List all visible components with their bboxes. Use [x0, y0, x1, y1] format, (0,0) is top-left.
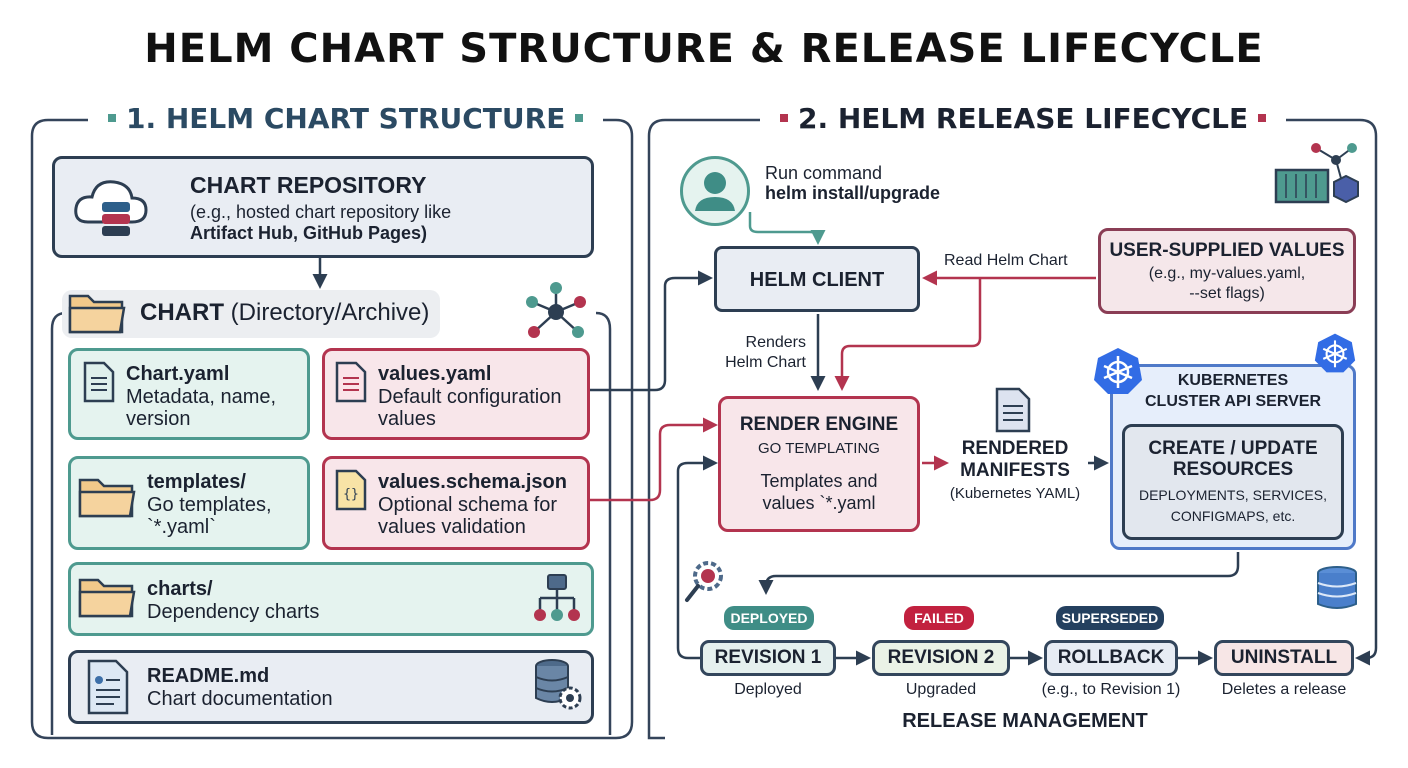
k8s-title2: CLUSTER API SERVER	[1144, 393, 1322, 410]
uninstall-box: UNINSTALL	[1214, 640, 1354, 676]
containers-icon	[1274, 143, 1359, 204]
user-values-title: USER-SUPPLIED VALUES	[1109, 240, 1345, 261]
hierarchy-icon	[534, 574, 580, 621]
helm-client-box	[714, 246, 920, 312]
cloud-database-icon	[74, 180, 148, 236]
document-icon	[335, 361, 367, 403]
gear-search-icon	[685, 561, 723, 602]
repository-line1: (e.g., hosted chart repository like	[190, 202, 452, 222]
repository-title: CHART REPOSITORY	[190, 172, 427, 198]
values-yaml-line1: Default configuration	[378, 386, 562, 408]
k8s-title1: KUBERNETES	[1177, 372, 1289, 389]
charts-card	[68, 562, 594, 636]
rollback-box: ROLLBACK	[1044, 640, 1178, 676]
chart-yaml-line2: version	[126, 408, 191, 430]
svg-text:{}: {}	[343, 487, 359, 502]
chart-yaml-line1: Metadata, name,	[126, 386, 277, 408]
section1-heading: 1. HELM CHART STRUCTURE	[88, 102, 604, 135]
readme-card	[68, 650, 594, 724]
charts-line1: Dependency charts	[147, 601, 320, 623]
values-schema-card	[322, 456, 590, 550]
page-title: HELM CHART STRUCTURE & RELEASE LIFECYCLE	[144, 26, 1264, 72]
render-engine-subtitle: GO TEMPLATING	[758, 440, 880, 457]
read-chart-label: Read Helm Chart	[944, 252, 1068, 269]
create-update-box	[1122, 424, 1344, 540]
render-engine-box	[718, 396, 920, 532]
render-engine-line2: values `*.yaml	[762, 493, 876, 513]
values-yaml-line2: values	[378, 408, 436, 430]
kubernetes-icon	[1094, 348, 1142, 394]
revision-1-caption: Deployed	[734, 681, 802, 698]
readme-name: README.md	[147, 665, 270, 687]
rollback-caption: (e.g., to Revision 1)	[1041, 681, 1181, 698]
status-badge-deployed: DEPLOYED	[724, 606, 814, 630]
user-icon	[680, 156, 750, 226]
chart-yaml-name: Chart.yaml	[126, 363, 230, 385]
network-icon	[526, 282, 586, 338]
section2-heading: 2. HELM RELEASE LIFECYCLE	[760, 102, 1287, 135]
values-yaml-card	[322, 348, 590, 440]
status-badge-superseded: SUPERSEDED	[1056, 606, 1164, 630]
folder-icon	[78, 578, 136, 618]
document-icon	[995, 387, 1031, 433]
render-engine-title: RENDER ENGINE	[739, 414, 899, 435]
kubernetes-icon	[1314, 333, 1356, 373]
rendered-line3: (Kubernetes YAML)	[949, 485, 1081, 502]
create-update-title1: CREATE / UPDATE	[1148, 438, 1318, 459]
folder-icon	[78, 478, 136, 518]
values-schema-line2: values validation	[378, 516, 526, 538]
readme-line1: Chart documentation	[147, 688, 333, 710]
uninstall-caption: Deletes a release	[1221, 681, 1347, 698]
revision-2-box: REVISION 2	[872, 640, 1010, 676]
chart-header	[62, 290, 440, 338]
user-line1: Run command	[765, 163, 883, 183]
templates-line1: Go templates,	[147, 494, 272, 516]
json-file-icon: {}	[335, 469, 367, 511]
release-management-label: RELEASE MANAGEMENT	[902, 710, 1148, 732]
revision-1-box: REVISION 1	[700, 640, 836, 676]
templates-line2: `*.yaml`	[147, 516, 216, 538]
status-badge-failed: FAILED	[904, 606, 974, 630]
values-yaml-name: values.yaml	[378, 363, 492, 385]
chart-yaml-card	[68, 348, 310, 440]
repository-line2: Artifact Hub, GitHub Pages)	[190, 223, 428, 243]
create-update-line1: DEPLOYMENTS, SERVICES,	[1138, 487, 1327, 503]
user-values-box	[1098, 228, 1356, 314]
database-gear-icon	[535, 659, 582, 710]
charts-name: charts/	[147, 578, 213, 600]
folder-icon	[68, 294, 126, 334]
render-engine-line1: Templates and	[760, 471, 878, 491]
values-schema-name: values.schema.json	[378, 471, 567, 493]
create-update-line2: CONFIGMAPS, etc.	[1170, 508, 1296, 524]
revision-2-caption: Upgraded	[905, 681, 977, 698]
rendered-line2: MANIFESTS	[960, 460, 1070, 481]
create-update-title2: RESOURCES	[1172, 459, 1294, 480]
database-icon	[1317, 566, 1357, 609]
document-icon	[83, 361, 115, 403]
user-values-line2: --set flags)	[1189, 285, 1265, 302]
chart-title: CHART (Directory/Archive)	[140, 299, 430, 326]
rendered-line1: RENDERED	[961, 438, 1069, 459]
readme-file-icon	[87, 659, 129, 715]
helm-client-label: HELM CLIENT	[749, 269, 885, 291]
user-line2: helm install/upgrade	[765, 183, 941, 203]
values-schema-line1: Optional schema for	[378, 494, 557, 516]
templates-name: templates/	[147, 471, 246, 493]
user-values-line1: (e.g., my-values.yaml,	[1148, 265, 1306, 282]
